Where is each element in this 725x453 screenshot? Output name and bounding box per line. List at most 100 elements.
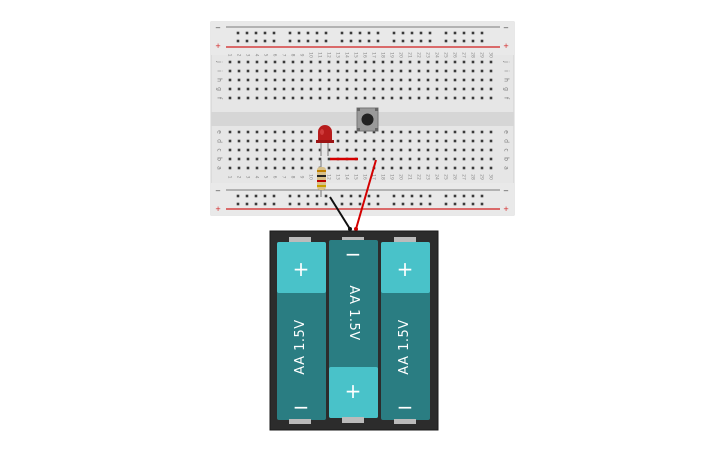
breadboard-hole[interactable] bbox=[480, 87, 484, 91]
breadboard-hole[interactable] bbox=[264, 87, 268, 91]
breadboard-hole[interactable] bbox=[282, 60, 286, 64]
breadboard-hole[interactable] bbox=[349, 202, 353, 206]
breadboard-hole[interactable] bbox=[354, 139, 358, 143]
breadboard-hole[interactable] bbox=[417, 78, 421, 82]
breadboard-hole[interactable] bbox=[255, 139, 259, 143]
breadboard-hole[interactable] bbox=[390, 87, 394, 91]
breadboard-hole[interactable] bbox=[291, 157, 295, 161]
breadboard-hole[interactable] bbox=[462, 39, 466, 43]
breadboard-hole[interactable] bbox=[390, 157, 394, 161]
breadboard-hole[interactable] bbox=[426, 148, 430, 152]
breadboard-hole[interactable] bbox=[372, 157, 376, 161]
breadboard-hole[interactable] bbox=[480, 139, 484, 143]
breadboard-hole[interactable] bbox=[471, 194, 475, 198]
breadboard-hole[interactable] bbox=[363, 87, 367, 91]
breadboard-hole[interactable] bbox=[282, 157, 286, 161]
breadboard-hole[interactable] bbox=[288, 31, 292, 35]
breadboard-hole[interactable] bbox=[453, 69, 457, 73]
breadboard-hole[interactable] bbox=[408, 139, 412, 143]
breadboard-hole[interactable] bbox=[282, 78, 286, 82]
breadboard-hole[interactable] bbox=[245, 39, 249, 43]
breadboard-hole[interactable] bbox=[318, 148, 322, 152]
breadboard-hole[interactable] bbox=[381, 87, 385, 91]
breadboard-hole[interactable] bbox=[237, 96, 241, 100]
breadboard-hole[interactable] bbox=[318, 60, 322, 64]
breadboard-hole[interactable] bbox=[399, 87, 403, 91]
breadboard-hole[interactable] bbox=[291, 87, 295, 91]
breadboard-hole[interactable] bbox=[401, 194, 405, 198]
breadboard-hole[interactable] bbox=[246, 148, 250, 152]
breadboard-hole[interactable] bbox=[453, 87, 457, 91]
breadboard-hole[interactable] bbox=[435, 148, 439, 152]
breadboard-hole[interactable] bbox=[354, 130, 358, 134]
breadboard-hole[interactable] bbox=[381, 60, 385, 64]
breadboard-hole[interactable] bbox=[462, 31, 466, 35]
breadboard-hole[interactable] bbox=[309, 148, 313, 152]
breadboard-hole[interactable] bbox=[336, 130, 340, 134]
breadboard-hole[interactable] bbox=[462, 166, 466, 170]
pushbutton-icon[interactable] bbox=[356, 107, 379, 132]
breadboard-hole[interactable] bbox=[273, 130, 277, 134]
breadboard-hole[interactable] bbox=[354, 87, 358, 91]
breadboard-hole[interactable] bbox=[254, 202, 258, 206]
breadboard-hole[interactable] bbox=[327, 157, 331, 161]
breadboard-hole[interactable] bbox=[255, 87, 259, 91]
breadboard-hole[interactable] bbox=[417, 166, 421, 170]
breadboard-hole[interactable] bbox=[282, 139, 286, 143]
breadboard-hole[interactable] bbox=[264, 130, 268, 134]
breadboard-hole[interactable] bbox=[444, 87, 448, 91]
breadboard-hole[interactable] bbox=[345, 148, 349, 152]
breadboard-hole[interactable] bbox=[480, 69, 484, 73]
breadboard-hole[interactable] bbox=[471, 69, 475, 73]
breadboard-hole[interactable] bbox=[336, 166, 340, 170]
breadboard-hole[interactable] bbox=[417, 148, 421, 152]
breadboard-hole[interactable] bbox=[444, 96, 448, 100]
breadboard-hole[interactable] bbox=[349, 194, 353, 198]
breadboard-hole[interactable] bbox=[354, 60, 358, 64]
breadboard-hole[interactable] bbox=[363, 60, 367, 64]
breadboard-hole[interactable] bbox=[435, 157, 439, 161]
breadboard-hole[interactable] bbox=[480, 60, 484, 64]
breadboard-hole[interactable] bbox=[318, 87, 322, 91]
breadboard-hole[interactable] bbox=[408, 87, 412, 91]
breadboard-hole[interactable] bbox=[428, 194, 432, 198]
breadboard-hole[interactable] bbox=[264, 157, 268, 161]
breadboard-hole[interactable] bbox=[300, 96, 304, 100]
breadboard-hole[interactable] bbox=[489, 130, 493, 134]
breadboard-hole[interactable] bbox=[340, 194, 344, 198]
breadboard-hole[interactable] bbox=[367, 202, 371, 206]
breadboard-hole[interactable] bbox=[428, 31, 432, 35]
breadboard-hole[interactable] bbox=[336, 78, 340, 82]
breadboard-hole[interactable] bbox=[309, 166, 313, 170]
breadboard-hole[interactable] bbox=[471, 202, 475, 206]
breadboard-hole[interactable] bbox=[263, 202, 267, 206]
breadboard-hole[interactable] bbox=[255, 78, 259, 82]
breadboard-hole[interactable] bbox=[300, 166, 304, 170]
breadboard-hole[interactable] bbox=[381, 69, 385, 73]
breadboard-hole[interactable] bbox=[444, 60, 448, 64]
breadboard-hole[interactable] bbox=[367, 39, 371, 43]
breadboard-hole[interactable] bbox=[426, 157, 430, 161]
breadboard-hole[interactable] bbox=[228, 157, 232, 161]
breadboard-hole[interactable] bbox=[363, 78, 367, 82]
breadboard-hole[interactable] bbox=[426, 60, 430, 64]
led-icon[interactable] bbox=[316, 125, 334, 156]
breadboard-hole[interactable] bbox=[246, 60, 250, 64]
breadboard-hole[interactable] bbox=[435, 130, 439, 134]
breadboard-hole[interactable] bbox=[255, 130, 259, 134]
breadboard-hole[interactable] bbox=[489, 148, 493, 152]
breadboard-hole[interactable] bbox=[417, 87, 421, 91]
breadboard-hole[interactable] bbox=[318, 69, 322, 73]
breadboard-hole[interactable] bbox=[288, 39, 292, 43]
breadboard-hole[interactable] bbox=[408, 148, 412, 152]
breadboard-hole[interactable] bbox=[363, 96, 367, 100]
breadboard-hole[interactable] bbox=[444, 166, 448, 170]
breadboard-hole[interactable] bbox=[453, 130, 457, 134]
breadboard-hole[interactable] bbox=[255, 157, 259, 161]
breadboard-hole[interactable] bbox=[315, 31, 319, 35]
breadboard-hole[interactable] bbox=[282, 130, 286, 134]
breadboard-hole[interactable] bbox=[354, 78, 358, 82]
breadboard-hole[interactable] bbox=[480, 78, 484, 82]
breadboard-hole[interactable] bbox=[390, 148, 394, 152]
breadboard-hole[interactable] bbox=[336, 69, 340, 73]
